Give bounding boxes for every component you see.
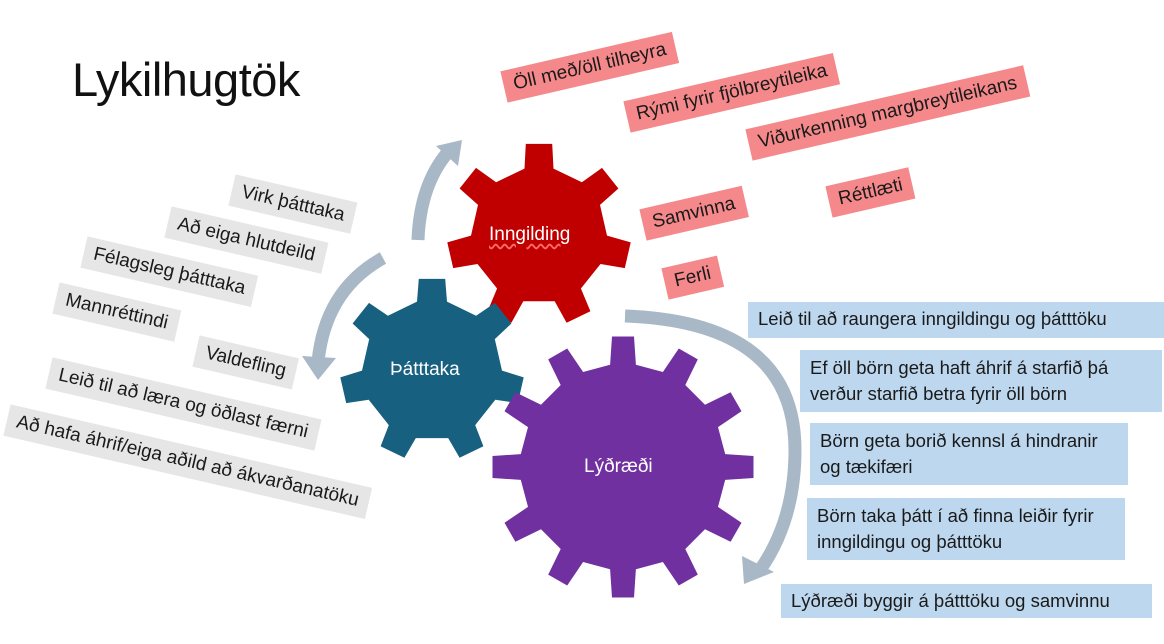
lydraedi-statement: Börn taka þátt í að finna leiðir fyrir i… [807, 498, 1125, 560]
inngilding-label: Inngilding [489, 224, 571, 245]
thatttaka-label: Þátttaka [390, 359, 460, 380]
page-title: Lykilhugtök [72, 53, 300, 106]
inngilding-gear [447, 143, 631, 323]
arrow-to-lydraedi [624, 309, 802, 574]
lydraedi-statement: Ef öll börn geta haft áhrif á starfið þá… [800, 350, 1162, 412]
arrow-head-thatttaka [302, 356, 336, 380]
arrow-to-thatttaka [311, 252, 387, 363]
arrow-head-lydraedi [742, 556, 774, 584]
arrow-head-inngilding [436, 140, 462, 166]
thatttaka-gear [340, 278, 524, 458]
lydraedi-statement: Lýðræði byggir á þátttöku og samvinnu [781, 584, 1152, 618]
lydraedi-label: Lýðræði [584, 456, 653, 477]
lydraedi-statement: Leið til að raungera inngildingu og þátt… [748, 302, 1164, 338]
arrow-to-inngilding [411, 147, 454, 241]
lydraedi-gear [492, 336, 754, 598]
lydraedi-statement: Börn geta borið kennsl á hindranir og tæ… [810, 423, 1128, 485]
